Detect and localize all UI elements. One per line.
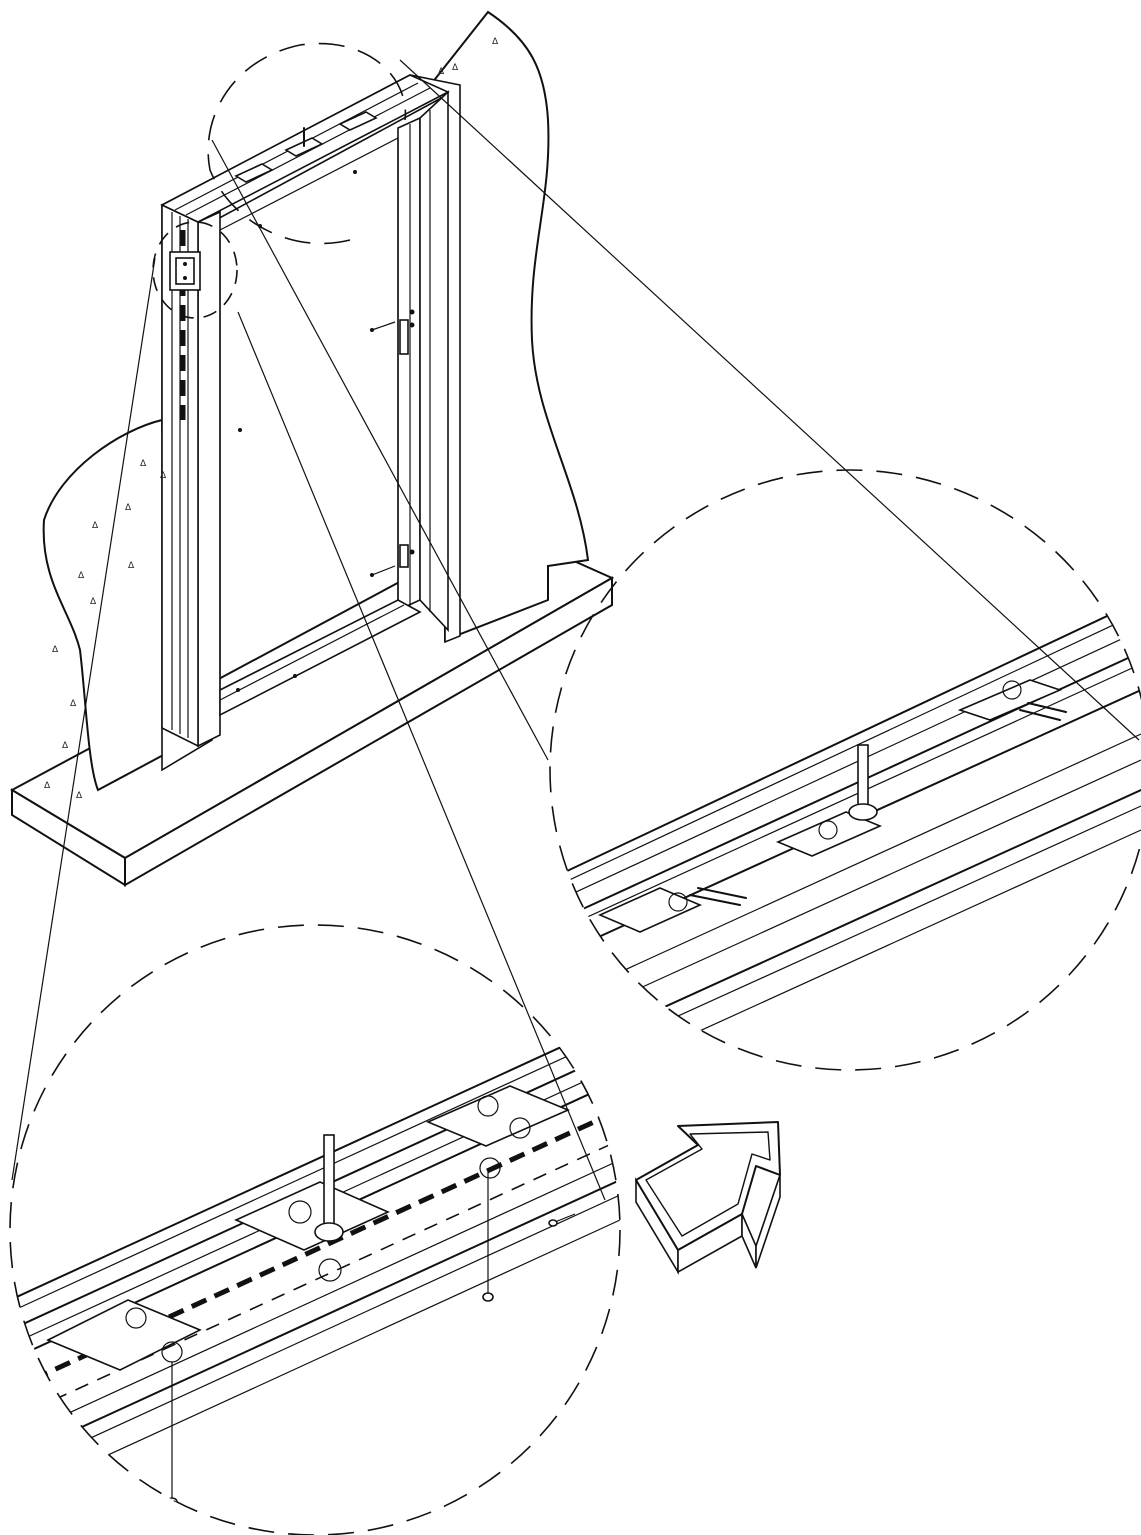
svg-text:Δ: Δ <box>128 561 135 571</box>
svg-text:Δ: Δ <box>140 459 147 469</box>
callout-top-head <box>207 42 407 245</box>
concrete-texture: Δ Δ Δ Δ Δ Δ Δ Δ Δ Δ Δ Δ Δ Δ Δ <box>44 37 499 801</box>
svg-text:Δ: Δ <box>78 571 85 581</box>
svg-text:Δ: Δ <box>92 521 99 531</box>
svg-text:Δ: Δ <box>452 63 459 73</box>
svg-text:Δ: Δ <box>44 781 51 791</box>
svg-text:Δ: Δ <box>76 791 83 801</box>
svg-text:Δ: Δ <box>125 503 132 513</box>
callout-jamb-hinge <box>152 221 238 319</box>
door-frame <box>160 74 461 772</box>
svg-text:Δ: Δ <box>70 699 77 709</box>
3d-block-arrow-icon <box>635 1121 781 1275</box>
detail-circle-bottom-left <box>9 924 621 1535</box>
svg-text:Δ: Δ <box>438 67 445 77</box>
svg-text:Δ: Δ <box>62 741 69 751</box>
svg-text:Δ: Δ <box>52 645 59 655</box>
right-wall <box>426 10 590 642</box>
detail-circle-top-right <box>549 469 1141 1071</box>
leader-lines <box>11 59 1140 1201</box>
svg-text:Δ: Δ <box>492 37 499 47</box>
svg-text:Δ: Δ <box>90 597 97 607</box>
svg-text:Δ: Δ <box>160 471 167 481</box>
